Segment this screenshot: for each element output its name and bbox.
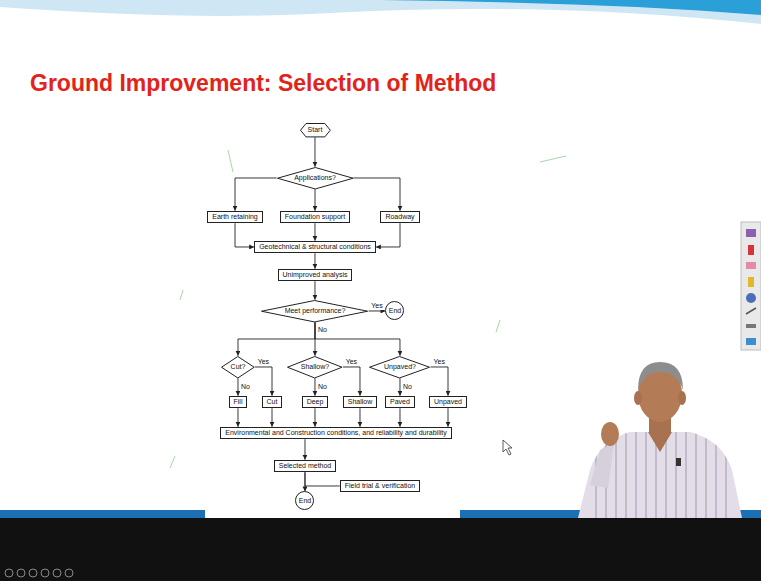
node-label: Deep <box>307 398 324 406</box>
diamond-outline <box>222 356 255 377</box>
flow-arrow <box>314 137 315 167</box>
node-label: Cut? <box>231 363 246 371</box>
edge-label: No <box>240 383 251 391</box>
flow-arrow <box>431 367 448 396</box>
start-terminal: Start <box>300 123 331 137</box>
decision-diamond: Cut? <box>221 356 255 378</box>
node-label: Earth retaining <box>212 213 258 221</box>
node-label: Geotechnical & structural conditions <box>259 243 371 251</box>
flow-arrow <box>238 322 315 356</box>
node-label: Applications? <box>294 174 336 182</box>
process-box: Roadway <box>380 211 419 223</box>
flow-arrow <box>305 472 340 486</box>
pen-toolbar <box>741 222 761 350</box>
flow-arrow <box>448 408 449 427</box>
node-label: Start <box>308 126 323 134</box>
player-bar <box>0 518 761 581</box>
flow-arrow <box>399 408 400 427</box>
node-label: Unimproved analysis <box>283 271 348 279</box>
diamond-outline <box>370 356 430 377</box>
process-box: Environmental and Construction condition… <box>220 427 451 439</box>
edge-label: Yes <box>370 302 383 310</box>
flow-arrow <box>399 378 400 396</box>
flow-arrow <box>314 253 315 269</box>
hexagon-outline <box>300 123 330 136</box>
header-band <box>0 0 761 24</box>
process-box: Foundation support <box>280 211 350 223</box>
process-box: Selected method <box>274 460 337 472</box>
flow-arrow <box>314 378 315 396</box>
node-label: End <box>299 497 311 505</box>
diamond-outline <box>277 167 353 188</box>
edge-label: Yes <box>433 358 446 366</box>
process-box: Geotechnical & structural conditions <box>254 241 376 253</box>
node-label: Unpaved? <box>384 363 416 371</box>
flow-arrow <box>376 223 400 247</box>
process-box: Earth retaining <box>207 211 263 223</box>
footer-bar <box>0 510 205 518</box>
node-label: End <box>389 307 401 315</box>
end-terminal: End <box>385 301 404 320</box>
decision-diamond: Applications? <box>277 167 354 189</box>
flow-arrow <box>255 367 272 396</box>
edge-label: Yes <box>345 358 358 366</box>
node-label: Cut <box>267 398 278 406</box>
flow-arrow <box>343 367 360 396</box>
edge-label: Yes <box>257 358 270 366</box>
node-label: Paved <box>390 398 410 406</box>
circle-outline <box>296 492 314 510</box>
flow-arrow <box>315 322 400 356</box>
diamond-outline <box>288 356 342 377</box>
flow-arrow <box>304 439 305 460</box>
node-label: Fill <box>234 398 243 406</box>
node-label: Foundation support <box>285 213 345 221</box>
end-terminal: End <box>295 491 314 510</box>
process-box: Fill <box>229 396 248 408</box>
node-label: Field trial & verification <box>345 482 415 490</box>
edge-label: No <box>402 383 413 391</box>
process-box: Deep <box>302 396 329 408</box>
player-icons <box>5 569 73 577</box>
flow-arrow <box>369 310 386 311</box>
flow-arrow <box>272 408 273 427</box>
edge-label: No <box>317 326 328 334</box>
flow-arrow <box>314 281 315 300</box>
header-swoosh <box>380 0 761 15</box>
node-label: Roadway <box>385 213 414 221</box>
flow-arrow <box>235 223 254 247</box>
flow-arrow <box>235 178 277 211</box>
mouse-cursor <box>503 440 512 455</box>
process-box: Unimproved analysis <box>278 269 353 281</box>
node-label: Shallow <box>348 398 373 406</box>
flow-arrow <box>359 408 360 427</box>
process-box: Cut <box>262 396 283 408</box>
node-label: Meet performance? <box>285 307 346 315</box>
flow-arrow <box>237 378 238 396</box>
process-box: Unpaved <box>429 396 467 408</box>
flow-arrow <box>237 408 238 427</box>
process-box: Shallow <box>343 396 378 408</box>
process-box: Field trial & verification <box>340 480 420 492</box>
node-label: Selected method <box>279 462 332 470</box>
edge-label: No <box>317 383 328 391</box>
diamond-outline <box>262 300 368 321</box>
process-box: Paved <box>385 396 415 408</box>
decision-diamond: Unpaved? <box>369 356 430 378</box>
flow-arrow <box>314 408 315 427</box>
decision-diamond: Shallow? <box>287 356 342 378</box>
flow-arrow <box>314 223 315 241</box>
circle-outline <box>386 302 404 320</box>
slide-title: Ground Improvement: Selection of Method <box>30 70 496 97</box>
presenter <box>578 362 742 518</box>
node-label: Environmental and Construction condition… <box>225 429 446 437</box>
decision-diamond: Meet performance? <box>261 300 368 322</box>
node-label: Shallow? <box>301 363 329 371</box>
flow-arrow <box>315 189 316 211</box>
pen-marks <box>170 150 566 468</box>
node-label: Unpaved <box>434 398 462 406</box>
flow-arrow <box>353 178 400 211</box>
